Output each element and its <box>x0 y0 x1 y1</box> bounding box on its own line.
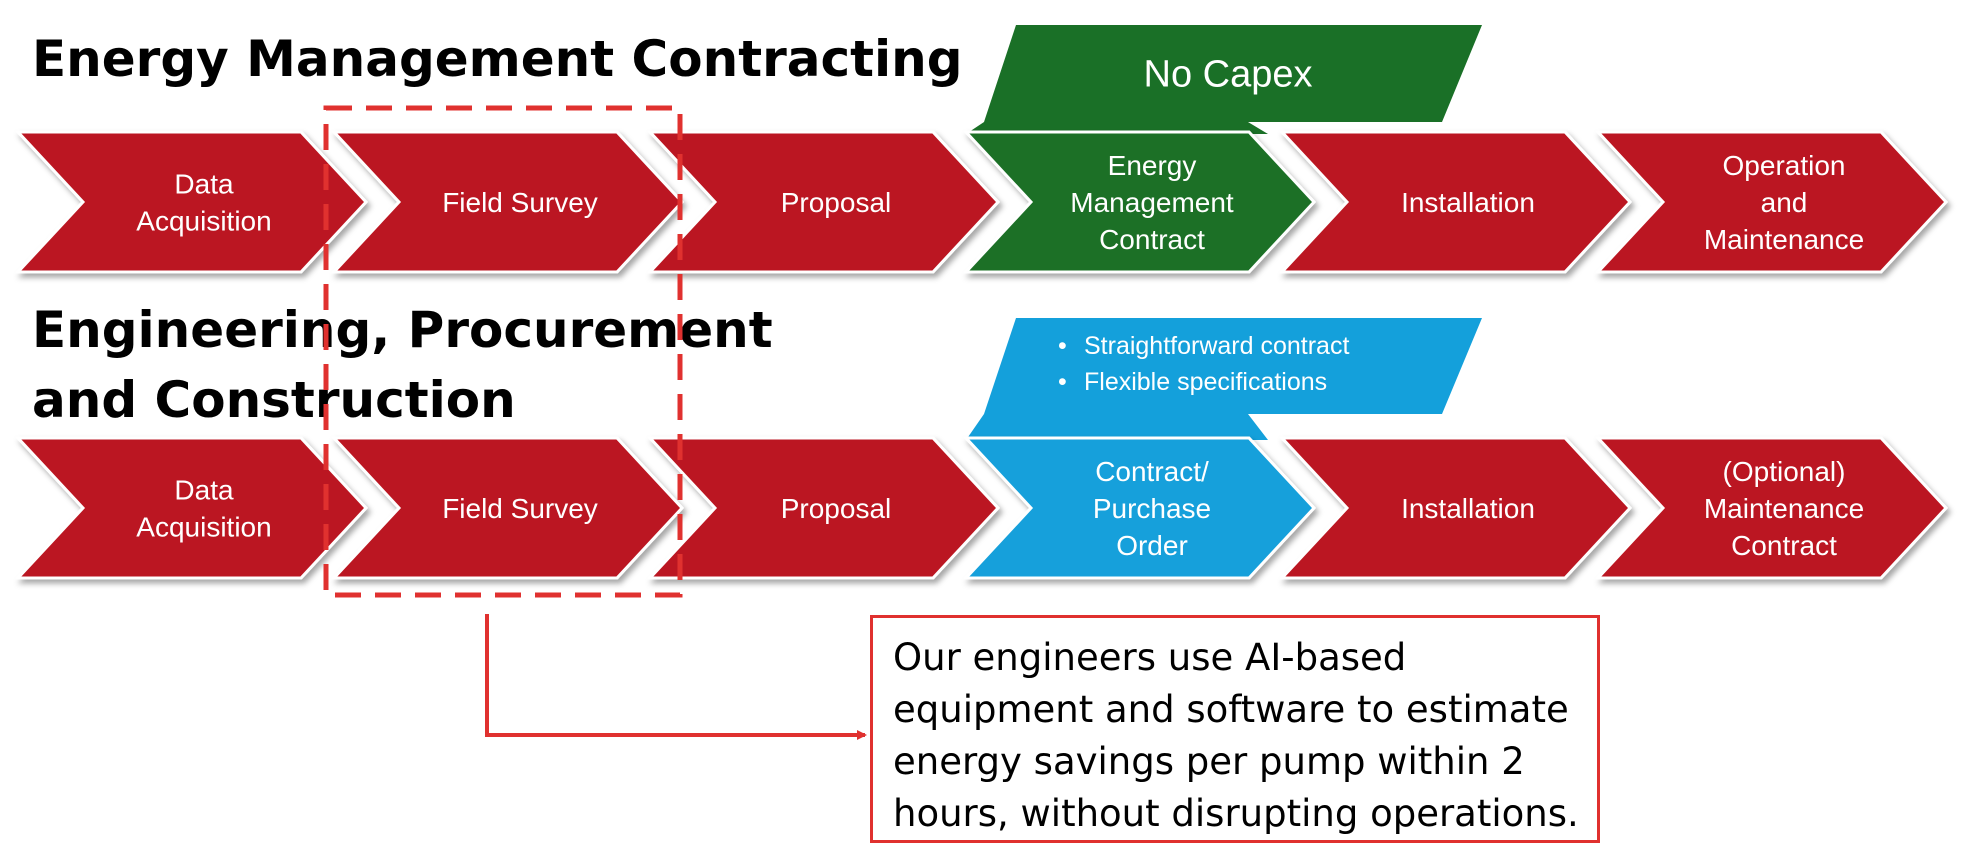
section-title-epc: Engineering, Procurement and Constructio… <box>32 301 773 429</box>
step-label: Data <box>174 169 234 200</box>
highlight-connector-arrow <box>485 614 867 740</box>
callout-text: No Capex <box>1144 54 1313 96</box>
step-label: Acquisition <box>136 512 271 543</box>
step-label: Installation <box>1401 493 1535 524</box>
step-chevron <box>962 130 1317 274</box>
step-label: (Optional) <box>1723 456 1846 487</box>
field-survey-note: Our engineers use AI-based equipment and… <box>870 615 1600 843</box>
step-field-survey: Field Survey <box>330 436 685 580</box>
callout-banner <box>966 318 1482 440</box>
step-label: Data <box>174 475 234 506</box>
step-chevron <box>962 436 1317 580</box>
callout-banner <box>966 25 1482 134</box>
step-chevron <box>1594 436 1949 580</box>
step-chevron <box>330 436 685 580</box>
step-label: Acquisition <box>136 206 271 237</box>
step-chevron <box>646 130 1001 274</box>
section-title-emc: Energy Management Contracting <box>32 30 963 88</box>
step-chevron <box>1278 130 1633 274</box>
step-label: Field Survey <box>442 187 598 218</box>
callout-bullet: • <box>1058 332 1067 360</box>
step-chevron <box>330 130 685 274</box>
step-label: Contract <box>1099 224 1205 255</box>
step-label: Maintenance <box>1704 224 1864 255</box>
epc-benefits-callout: • Straightforward contract • Flexible speci… <box>966 318 1482 440</box>
step-chevron <box>1278 436 1633 580</box>
field-survey-highlight <box>323 105 683 598</box>
step-proposal: Proposal <box>646 436 1001 580</box>
no-capex-callout: No Capex <box>966 25 1482 134</box>
callout-bullet: • <box>1058 368 1067 396</box>
step-installation: Installation <box>1278 130 1633 274</box>
step-label: Contract <box>1731 530 1837 561</box>
step-label: and <box>1761 187 1808 218</box>
step-label: Management <box>1070 187 1234 218</box>
step-label: Maintenance <box>1704 493 1864 524</box>
step-label: Contract/ <box>1095 456 1209 487</box>
step-label: Purchase <box>1093 493 1211 524</box>
step-proposal: Proposal <box>646 130 1001 274</box>
step-installation: Installation <box>1278 436 1633 580</box>
callout-bullet-text: Flexible specifications <box>1084 368 1327 396</box>
step-chevron <box>646 436 1001 580</box>
step-label: Energy <box>1108 150 1197 181</box>
callout-bullet-text: Straightforward contract <box>1084 332 1349 360</box>
step-label: Installation <box>1401 187 1535 218</box>
step-label: Proposal <box>781 187 892 218</box>
step-field-survey: Field Survey <box>330 130 685 274</box>
step-chevron <box>14 130 369 274</box>
step-label: Operation <box>1723 150 1846 181</box>
step-label: Field Survey <box>442 493 598 524</box>
step-chevron <box>1594 130 1949 274</box>
step-label: Order <box>1116 530 1188 561</box>
step-label: Proposal <box>781 493 892 524</box>
step-chevron <box>14 436 369 580</box>
